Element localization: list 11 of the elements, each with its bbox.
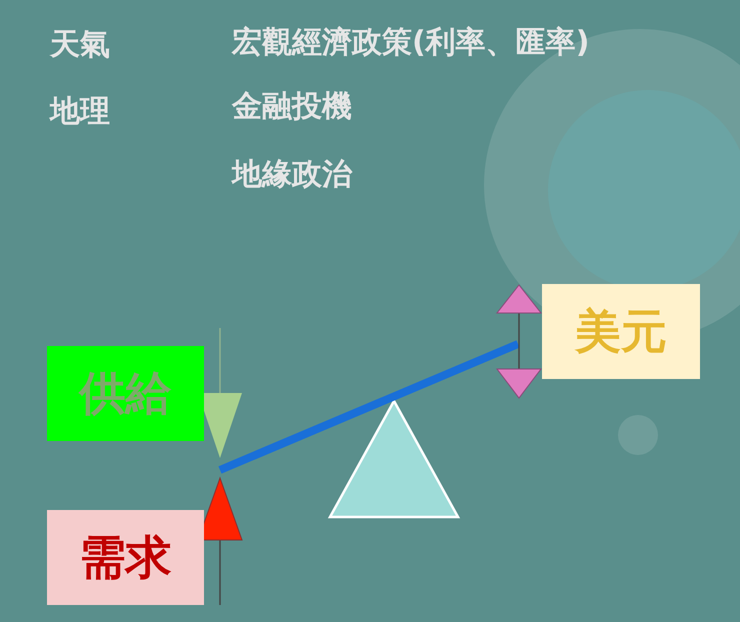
label-box: [47, 346, 204, 441]
factor-label: 金融投機: [232, 90, 352, 123]
factor-label: 宏觀經濟政策(利率、匯率): [232, 26, 590, 59]
factor-label: 地理: [50, 95, 110, 128]
label-box: [47, 510, 204, 605]
box-text: 美元: [575, 302, 667, 360]
box-text: 需求: [80, 528, 172, 586]
label-box: [542, 284, 700, 379]
box-text: 供給: [80, 364, 172, 422]
factor-label: 地緣政治: [232, 158, 352, 191]
factor-label: 天氣: [50, 28, 110, 61]
